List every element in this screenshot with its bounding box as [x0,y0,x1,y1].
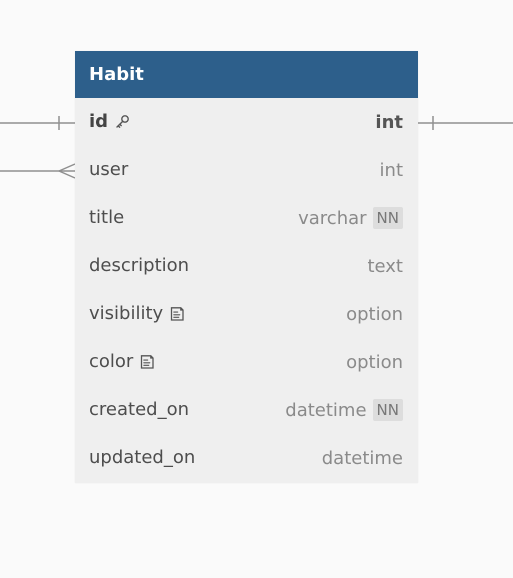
field-type-visibility: option [346,303,403,325]
table-header: Habit [75,51,418,98]
field-left-color: color [89,353,155,371]
habit-table: Habit id int user int [75,51,418,483]
field-right-description: text [367,256,403,277]
field-left-title: title [89,209,124,227]
field-row-user[interactable]: user int [75,146,418,194]
field-row-id[interactable]: id int [75,98,418,146]
field-left-description: description [89,257,189,275]
left-connector-user-crow-top [58,163,76,172]
field-right-updated-on: datetime [322,448,403,469]
field-name-visibility: visibility [89,303,164,324]
field-right-id: int [375,112,403,133]
left-connector-user-crow-bottom [58,170,76,179]
field-left-updated-on: updated_on [89,449,195,467]
field-right-visibility: option [346,304,403,325]
field-row-title[interactable]: title varchar NN [75,194,418,242]
field-left-visibility: visibility [89,305,185,323]
not-null-badge-title: NN [372,207,403,229]
note-icon [139,354,155,370]
field-name-color: color [89,351,134,372]
field-row-visibility[interactable]: visibility option [75,290,418,338]
field-right-color: option [346,352,403,373]
field-type-title: varchar [298,207,367,229]
field-left-user: user [89,161,128,179]
field-list: id int user int title [75,98,418,482]
field-type-description: text [367,255,403,277]
field-left-id: id [89,113,130,131]
field-type-updated-on: datetime [321,447,403,469]
table-title: Habit [89,64,144,85]
field-name-updated-on: updated_on [89,447,196,468]
field-right-created-on: datetime NN [285,399,403,421]
field-right-user: int [380,160,403,181]
note-icon [169,306,185,322]
field-name-created-on: created_on [89,399,189,420]
field-name-user: user [89,159,129,180]
field-row-description[interactable]: description text [75,242,418,290]
field-type-id: int [375,111,403,133]
field-name-id: id [89,111,109,132]
field-row-created-on[interactable]: created_on datetime NN [75,386,418,434]
key-icon [114,114,130,130]
field-left-created-on: created_on [89,401,189,419]
field-row-color[interactable]: color option [75,338,418,386]
field-name-description: description [89,255,190,276]
field-type-color: option [346,351,403,373]
field-type-created-on: datetime [285,399,367,421]
not-null-badge-created-on: NN [372,399,403,421]
field-row-updated-on[interactable]: updated_on datetime [75,434,418,482]
field-name-title: title [89,207,125,228]
field-type-user: int [379,159,403,181]
field-right-title: varchar NN [298,207,403,229]
